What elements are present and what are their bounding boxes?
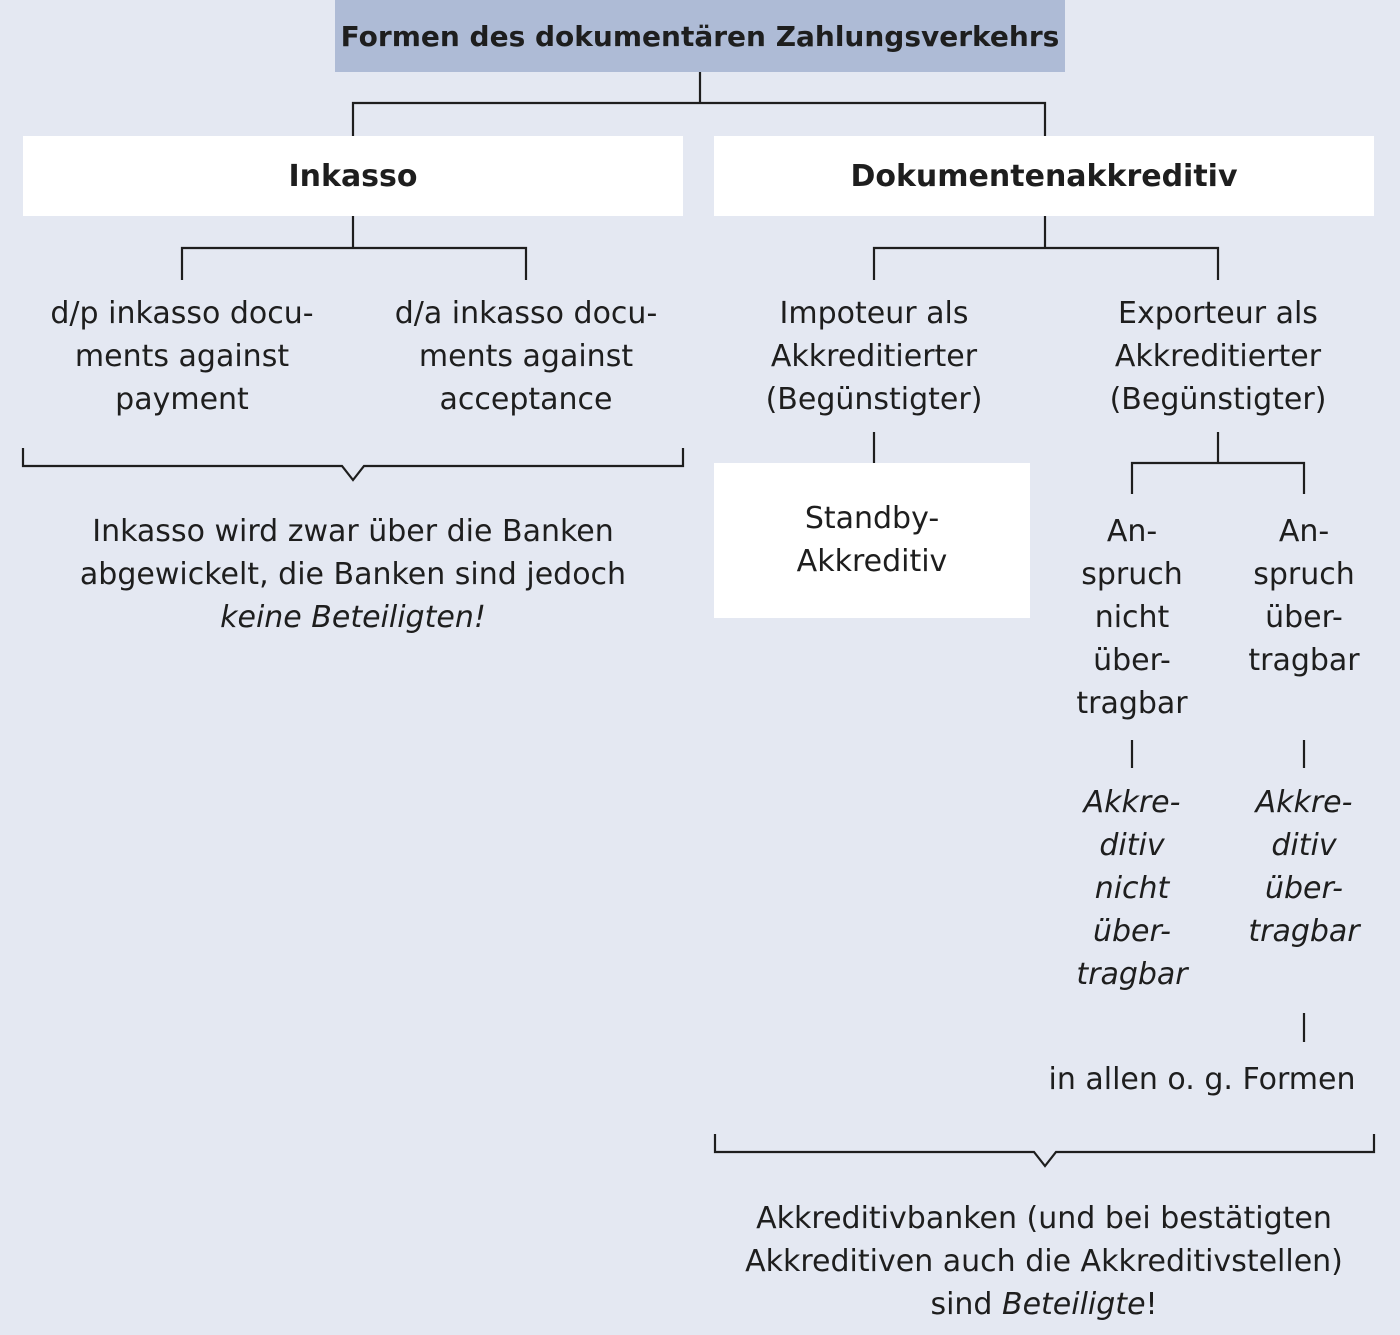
inkasso-note-italic: keine Beteiligten! — [220, 600, 486, 635]
inkasso-label: Inkasso — [288, 158, 418, 194]
inkasso-note-line1: Inkasso wird zwar über die Banken — [92, 514, 614, 549]
akkreditiv-ueber-text: Akkre- ditiv über- tragbar — [1248, 785, 1360, 949]
alle-formen-text: in allen o. g. Formen — [1048, 1062, 1356, 1097]
inkasso-box: Inkasso — [23, 136, 683, 216]
inkasso-note-line2: abgewickelt, die Banken sind jedoch — [79, 557, 627, 592]
standby-box: Standby- Akkreditiv — [714, 463, 1030, 618]
inkasso-note: Inkasso wird zwar über die Banken abgewi… — [23, 510, 683, 639]
exporteur-text: Exporteur als Akkreditierter (Begünstigt… — [1109, 296, 1327, 417]
akkreditiv-note: Akkreditivbanken (und bei bestätigten Ak… — [714, 1197, 1374, 1326]
akkreditiv-note-line3: sind Beteiligte! — [714, 1283, 1374, 1326]
da-inkasso-text: d/a inkasso docu- ments against acceptan… — [394, 296, 658, 417]
akkreditiv-note-line2: Akkreditiven auch die Akkreditivstellen) — [745, 1244, 1343, 1279]
standby-text: Standby- Akkreditiv — [796, 501, 948, 579]
akkreditiv-note-suffix: ! — [1145, 1287, 1158, 1322]
dp-inkasso-text: d/p inkasso docu- ments against payment — [50, 296, 314, 417]
diagram-title: Formen des dokumentären Zahlungsverkehrs — [340, 19, 1060, 53]
akkreditiv-box: Dokumentenakkreditiv — [714, 136, 1374, 216]
akkreditiv-nicht-text: Akkre- ditiv nicht über- tragbar — [1076, 785, 1188, 992]
akkreditiv-note-prefix: sind — [930, 1287, 1002, 1322]
importeur-text: Impoteur als Akkreditierter (Begünstigte… — [765, 296, 983, 417]
title-box: Formen des dokumentären Zahlungsverkehrs — [335, 0, 1065, 72]
akkreditiv-label: Dokumentenakkreditiv — [850, 158, 1238, 194]
anspruch-ueber-text: An- spruch über- tragbar — [1248, 514, 1360, 678]
anspruch-nicht-text: An- spruch nicht über- tragbar — [1076, 514, 1188, 721]
akkreditiv-note-italic: Beteiligte — [1002, 1287, 1146, 1322]
akkreditiv-note-line1: Akkreditivbanken (und bei bestätigten — [756, 1201, 1332, 1236]
